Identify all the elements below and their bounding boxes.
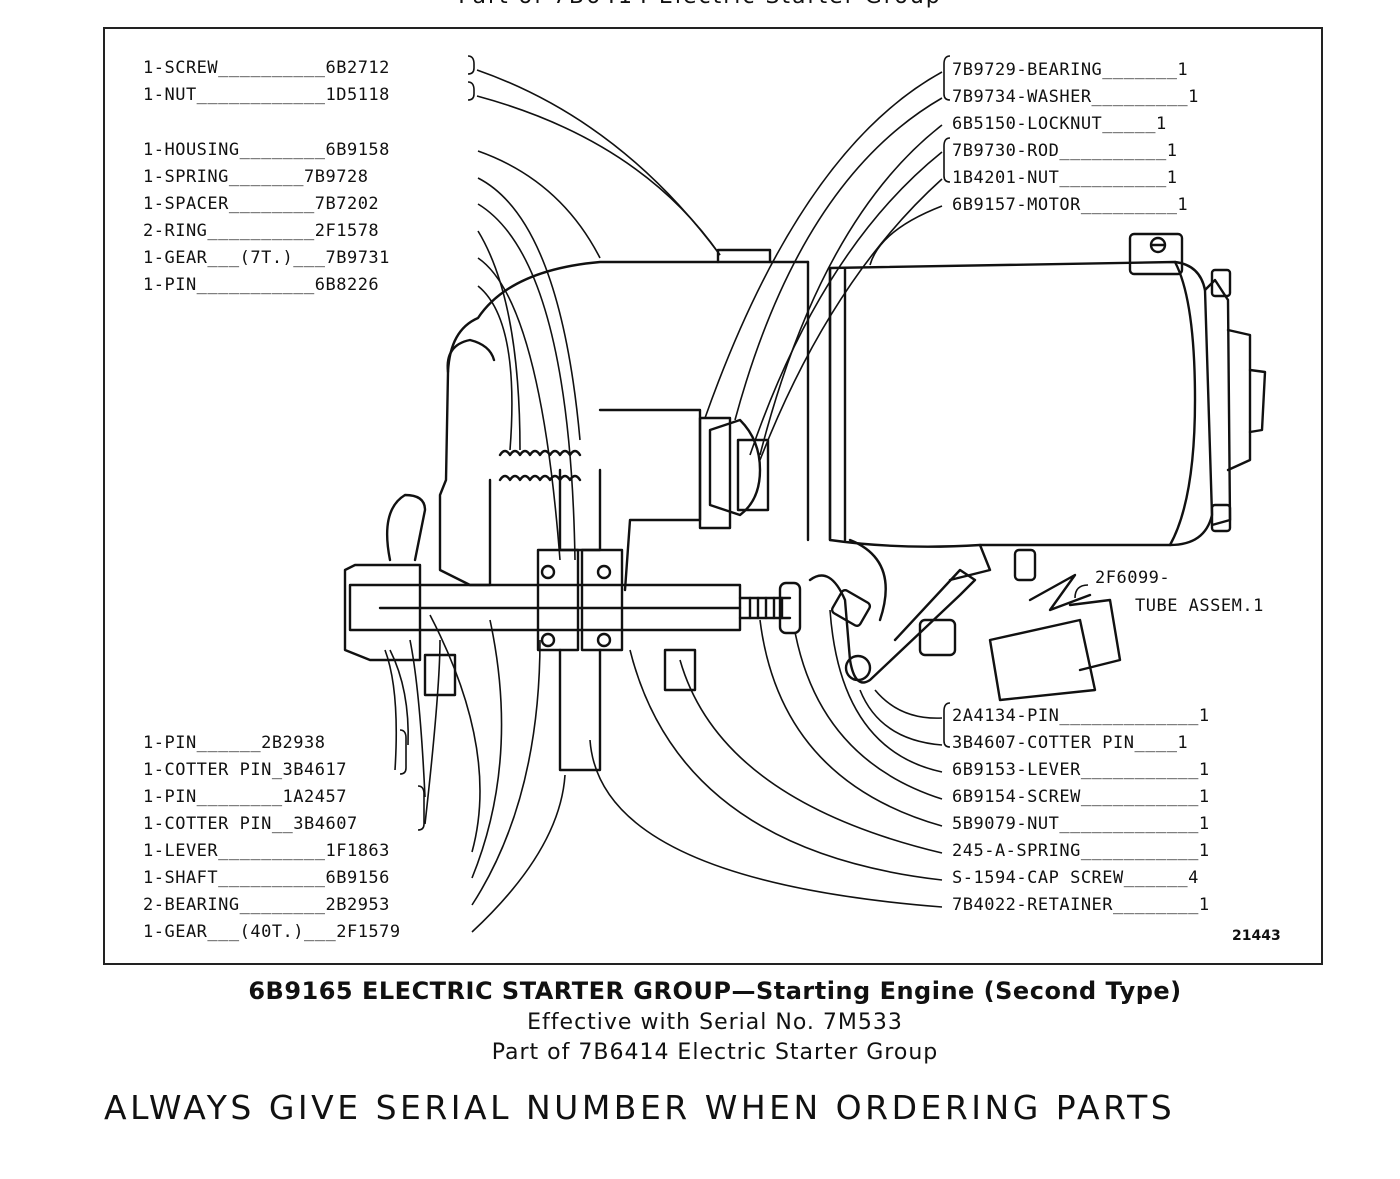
gear-housing xyxy=(438,260,810,587)
part-label: 1-GEAR___(7T.)___7B9731 xyxy=(143,248,390,268)
bearing-left xyxy=(536,548,580,652)
bearing-right xyxy=(580,548,624,652)
part-label: 5B9079-NUT_____________1 xyxy=(952,814,1210,834)
part-label: 1-SPACER________7B7202 xyxy=(143,194,380,214)
part-label: 1B4201-NUT__________1 xyxy=(952,168,1178,188)
part-label: 6B9153-LEVER___________1 xyxy=(952,760,1210,780)
part-label: 6B9157-MOTOR_________1 xyxy=(952,195,1189,215)
part-label: 1-PIN___________6B8226 xyxy=(143,275,380,295)
motor-terminal xyxy=(1128,232,1184,276)
footer-notice: ALWAYS GIVE SERIAL NUMBER WHEN ORDERING … xyxy=(104,1088,1176,1127)
part-label: 6B9154-SCREW___________1 xyxy=(952,787,1210,807)
part-label: 1-COTTER PIN__3B4607 xyxy=(143,814,358,834)
part-label: 1-GEAR___(40T.)___2F1579 xyxy=(143,922,401,942)
tube-assembly xyxy=(988,618,1097,702)
part-label: 1-LEVER__________1F1863 xyxy=(143,841,390,861)
figure-number: 21443 xyxy=(1232,928,1281,944)
motor-body xyxy=(828,260,1214,548)
pinion-gear xyxy=(708,418,762,517)
adjust-nut xyxy=(778,581,802,635)
part-label: 2-RING__________2F1578 xyxy=(143,221,380,241)
header-cut-text: Part of 7B6414 Electric Starter Group xyxy=(0,0,1400,9)
spring-coil xyxy=(498,449,582,457)
part-label: 245-A-SPRING___________1 xyxy=(952,841,1210,861)
lever-right xyxy=(808,568,977,684)
part-label: 7B9734-WASHER_________1 xyxy=(952,87,1199,107)
part-label: 1-HOUSING________6B9158 xyxy=(143,140,390,160)
part-label: 2A4134-PIN_____________1 xyxy=(952,706,1210,726)
subtitle-group: Part of 7B6414 Electric Starter Group xyxy=(491,1040,939,1065)
subtitle-serial: Effective with Serial No. 7M533 xyxy=(527,1010,903,1035)
lever-pin xyxy=(844,654,872,682)
part-label: 7B9730-ROD__________1 xyxy=(952,141,1178,161)
tube-label-code: 2F6099- xyxy=(1095,568,1171,588)
diagram-title: 6B9165 ELECTRIC STARTER GROUP—Starting E… xyxy=(248,977,1182,1005)
part-label: 2-BEARING________2B2953 xyxy=(143,895,390,915)
part-label: 1-PIN________1A2457 xyxy=(143,787,347,807)
part-label: 1-SPRING_______7B9728 xyxy=(143,167,369,187)
part-label: 7B4022-RETAINER________1 xyxy=(952,895,1210,915)
lever-left xyxy=(343,563,422,662)
part-label: 1-COTTER PIN_3B4617 xyxy=(143,760,347,780)
main-shaft xyxy=(348,583,742,632)
diagram-frame xyxy=(103,27,1323,965)
part-label: 1-SHAFT__________6B9156 xyxy=(143,868,390,888)
large-gear xyxy=(558,648,602,772)
part-label: S-1594-CAP SCREW______4 xyxy=(952,868,1199,888)
part-label: 7B9729-BEARING_______1 xyxy=(952,60,1189,80)
part-label: 1-PIN______2B2938 xyxy=(143,733,326,753)
part-label: 1-NUT____________1D5118 xyxy=(143,85,390,105)
tube-label-name: TUBE ASSEM.1 xyxy=(1135,596,1264,616)
part-label: 3B4607-COTTER PIN____1 xyxy=(952,733,1189,753)
part-label: 6B5150-LOCKNUT_____1 xyxy=(952,114,1167,134)
part-label: 1-SCREW__________6B2712 xyxy=(143,58,390,78)
